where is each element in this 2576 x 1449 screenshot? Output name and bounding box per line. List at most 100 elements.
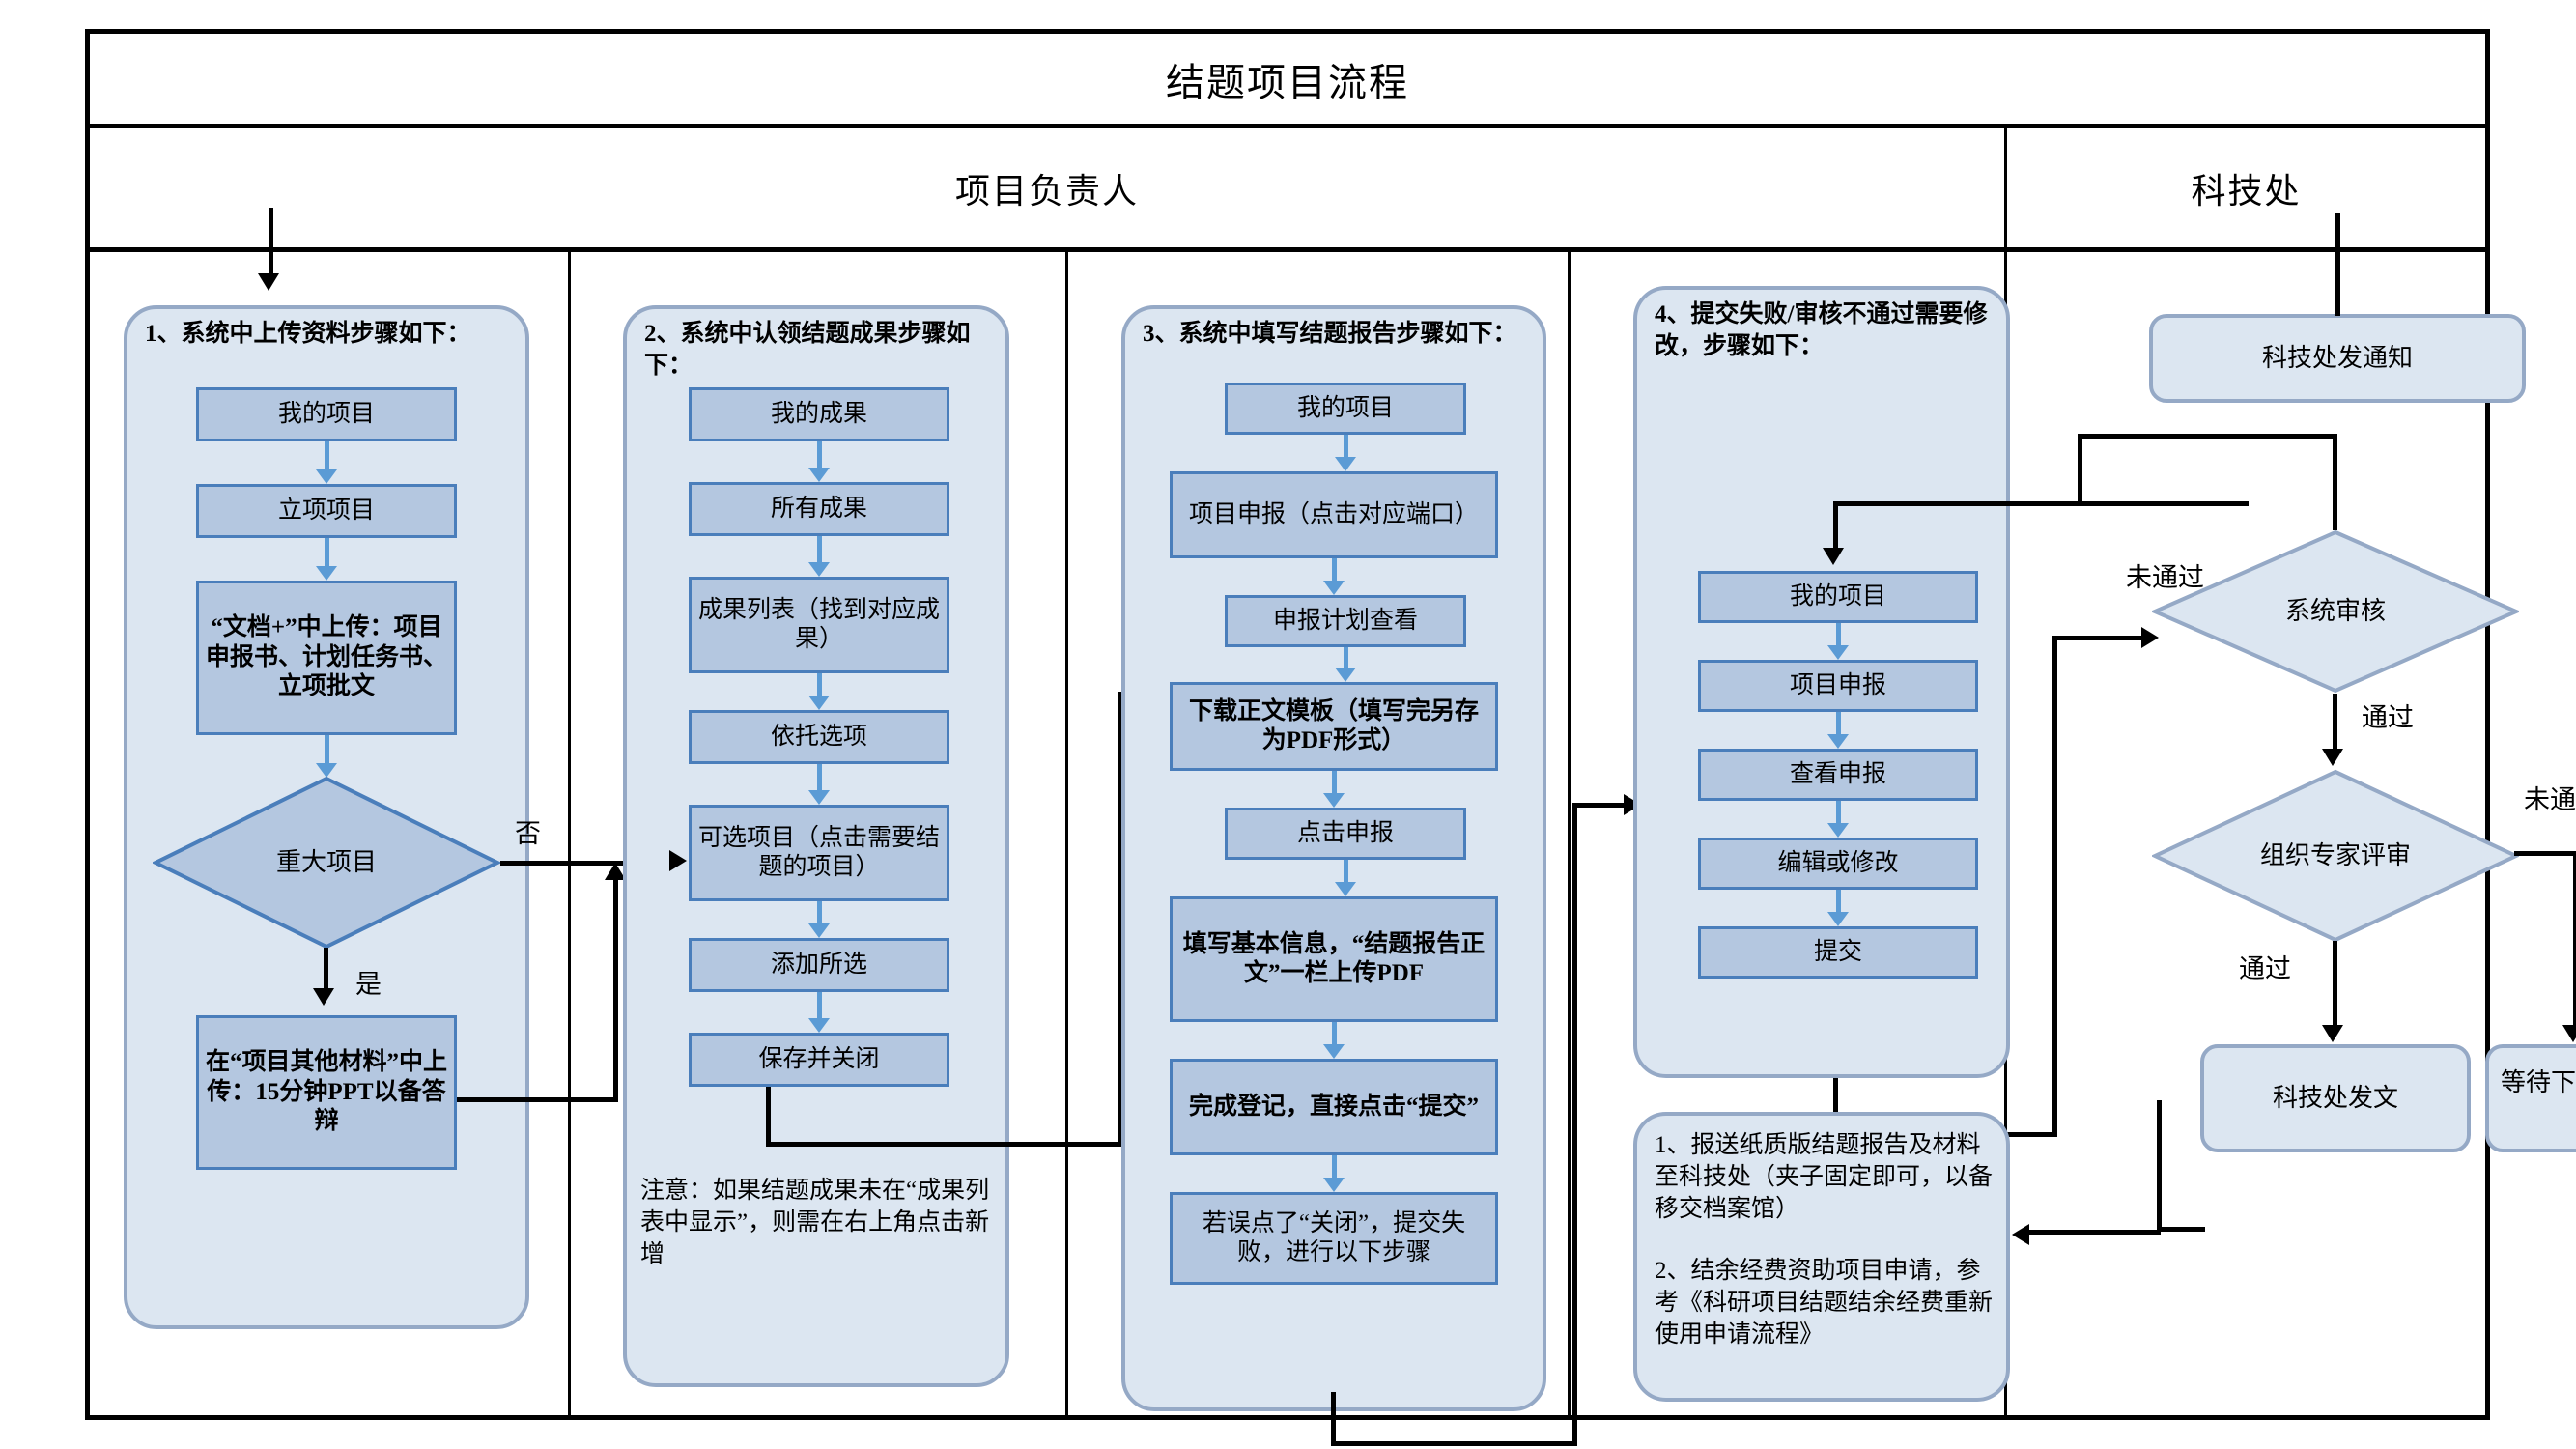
- lane-3-step-7[interactable]: 完成登记，直接点击“提交”: [1170, 1059, 1498, 1155]
- final-note-1: 1、报送纸质版结题报告及材料至科技处（夹子固定即可，以备移交档案馆）: [1655, 1132, 1994, 1222]
- expert-review-fail-vertical: [2573, 851, 2576, 1030]
- lane-3-exit-riser: [1572, 803, 1577, 1446]
- lane-2-exit-riser: [1118, 692, 1123, 1146]
- lane-2-step-6[interactable]: 添加所选: [689, 938, 949, 992]
- system-review-fail-drop: [2333, 434, 2337, 530]
- lane-2-heading: 2、系统中认领结题成果步骤如下：: [644, 321, 971, 379]
- lane-3-exit-horizontal: [1331, 1441, 1577, 1446]
- lane-1-step-3[interactable]: “文档+”中上传：项目申报书、计划任务书、立项批文: [196, 581, 457, 735]
- dept-system-review-label: 系统审核: [2284, 597, 2386, 626]
- expert-review-pass-label: 通过: [2239, 954, 2291, 983]
- lane-1-arrow-1: [196, 441, 457, 484]
- role-owner-label: 项目负责人: [954, 171, 1139, 211]
- lane-1-no-label: 否: [515, 819, 541, 848]
- lane-4-exit-riser: [2052, 636, 2057, 1137]
- system-review-entry-arrowhead: [2141, 627, 2159, 648]
- lane-2-arrow-5: [689, 901, 949, 938]
- lane-4-step-5[interactable]: 提交: [1698, 926, 1978, 979]
- final-notes-container: [1633, 1112, 2010, 1402]
- swimlane-body: 1、系统中上传资料步骤如下： 我的项目 立项项目 “文档+”中上传：项目申报书、…: [90, 208, 2576, 1446]
- lane-1-heading: 1、系统中上传资料步骤如下：: [145, 321, 471, 347]
- lane-3-arrow-4: [1170, 771, 1498, 808]
- lane-3-exit-vertical: [1331, 1392, 1336, 1446]
- expert-review-fail-horizontal: [2514, 851, 2576, 856]
- lane-1-major-step[interactable]: 在“项目其他材料”中上传：15分钟PPT以备答辩: [196, 1015, 457, 1170]
- lane-4-arrow-4: [1698, 890, 1978, 926]
- lane-1-step-2[interactable]: 立项项目: [196, 484, 457, 538]
- lane-3-step-2[interactable]: 项目申报（点击对应端口）: [1170, 471, 1498, 558]
- lane-3-arrow-6: [1170, 1022, 1498, 1059]
- dept-notice-box[interactable]: 科技处发通知: [2149, 314, 2526, 403]
- issue-doc-return-connector: [2157, 1227, 2205, 1232]
- lane-3-step-8[interactable]: 若误点了“关闭”，提交失败，进行以下步骤: [1170, 1192, 1498, 1285]
- lane-4-heading: 4、提交失败/审核不通过需要修改，步骤如下：: [1655, 301, 1988, 359]
- lane-2-step-5[interactable]: 可选项目（点击需要结题的项目）: [689, 805, 949, 901]
- lane-1-no-branch-horizontal: [500, 861, 679, 866]
- lane-3-arrow-7: [1170, 1155, 1498, 1192]
- system-review-pass-arrowhead: [2322, 749, 2343, 766]
- dept-issue-doc-box[interactable]: 科技处发文: [2200, 1044, 2471, 1152]
- entry-connector-vertical: [269, 208, 273, 275]
- lane-2-arrow-4: [689, 764, 949, 805]
- system-review-fail-vertical: [2078, 434, 2082, 503]
- expert-review-fail-arrowhead: [2562, 1025, 2576, 1042]
- role-header-band: 项目负责人 科技处: [90, 128, 2485, 252]
- lane-4-top-entry-arrowhead: [1823, 548, 1844, 565]
- lane-4-top-entry-vertical: [1833, 501, 1838, 552]
- lane-1-arrow-3: [196, 735, 457, 778]
- lane-1-yes-branch-vertical: [324, 948, 328, 994]
- final-note-2: 2、结余经费资助项目申请，参考《科研项目结题结余经费重新使用申请流程》: [1655, 1258, 1994, 1348]
- lane-2-arrow-3: [689, 673, 949, 710]
- lane-3-step-1[interactable]: 我的项目: [1225, 383, 1466, 435]
- lane-4-step-3[interactable]: 查看申报: [1698, 749, 1978, 801]
- lane-4-step-1[interactable]: 我的项目: [1698, 571, 1978, 623]
- lane-3-step-4[interactable]: 下载正文模板（填写完另存为PDF形式）: [1170, 682, 1498, 771]
- lane-3-step-3[interactable]: 申报计划查看: [1225, 595, 1466, 647]
- issue-doc-to-notes-line: [2028, 1230, 2161, 1235]
- issue-doc-return-vertical: [2157, 1100, 2162, 1230]
- final-notes-entry-arrowhead: [2012, 1224, 2029, 1245]
- lane-1-loopback-vertical: [613, 878, 618, 1102]
- dept-notice-top-line: [2335, 213, 2340, 316]
- lane-3-step-6[interactable]: 填写基本信息，“结题报告正文”一栏上传PDF: [1170, 896, 1498, 1022]
- lane-2-step-3[interactable]: 成果列表（找到对应成果）: [689, 577, 949, 673]
- lane-2-step-4[interactable]: 依托选项: [689, 710, 949, 764]
- lane-divider-2: [1065, 252, 1068, 1415]
- expert-review-fail-label: 未通过: [2524, 785, 2576, 814]
- lane-2-entry-arrowhead: [669, 850, 687, 871]
- lane-1-yes-label: 是: [355, 970, 382, 999]
- lane-2-step-2[interactable]: 所有成果: [689, 482, 949, 536]
- lane-1-step-1[interactable]: 我的项目: [196, 387, 457, 441]
- lane-4-arrow-2: [1698, 712, 1978, 749]
- lane-2-arrow-1: [689, 441, 949, 482]
- lane-4-top-entry-horizontal: [1833, 501, 2249, 506]
- lane-3-heading: 3、系统中填写结题报告步骤如下：: [1143, 321, 1517, 347]
- lane-3-step-5[interactable]: 点击申报: [1225, 808, 1466, 860]
- diagram-title-band: 结题项目流程: [90, 34, 2485, 128]
- diagram-frame: 结题项目流程 项目负责人 科技处 1、系统中上传资料步骤如下： 我的项目 立项项…: [85, 29, 2576, 1446]
- lane-2-step-7[interactable]: 保存并关闭: [689, 1033, 949, 1087]
- system-review-fail-horizontal: [2078, 434, 2336, 439]
- lane-4-step-2[interactable]: 项目申报: [1698, 660, 1978, 712]
- lane-4-step-4[interactable]: 编辑或修改: [1698, 838, 1978, 890]
- lane-2-exit-horizontal: [766, 1142, 1123, 1147]
- expert-review-pass-vertical: [2333, 941, 2337, 1030]
- lane-2-exit-vertical: [766, 1087, 771, 1147]
- lane-3-exit-to-lane4: [1572, 803, 1630, 808]
- lane-1-arrow-2: [196, 538, 457, 581]
- lane-2-arrow-6: [689, 992, 949, 1033]
- dept-wait-next-box[interactable]: 等待下一批结题申请: [2485, 1044, 2576, 1152]
- dept-expert-review-decision[interactable]: 组织专家评审: [2152, 769, 2519, 943]
- lane-divider-3: [1568, 252, 1571, 1415]
- lane-2-step-1[interactable]: 我的成果: [689, 387, 949, 441]
- dept-system-review-decision[interactable]: 系统审核: [2152, 529, 2519, 694]
- lane-4-exit-to-review: [2052, 636, 2147, 640]
- lane-1-decision-major-project[interactable]: 重大项目: [153, 776, 500, 950]
- lane-1-decision-label: 重大项目: [275, 848, 377, 877]
- dept-expert-review-label: 组织专家评审: [2259, 841, 2411, 870]
- system-review-pass-label: 通过: [2362, 703, 2414, 732]
- lane-1-loopback-horizontal: [457, 1097, 618, 1102]
- system-review-pass-vertical: [2333, 694, 2337, 753]
- lane-3-arrow-2: [1170, 558, 1498, 595]
